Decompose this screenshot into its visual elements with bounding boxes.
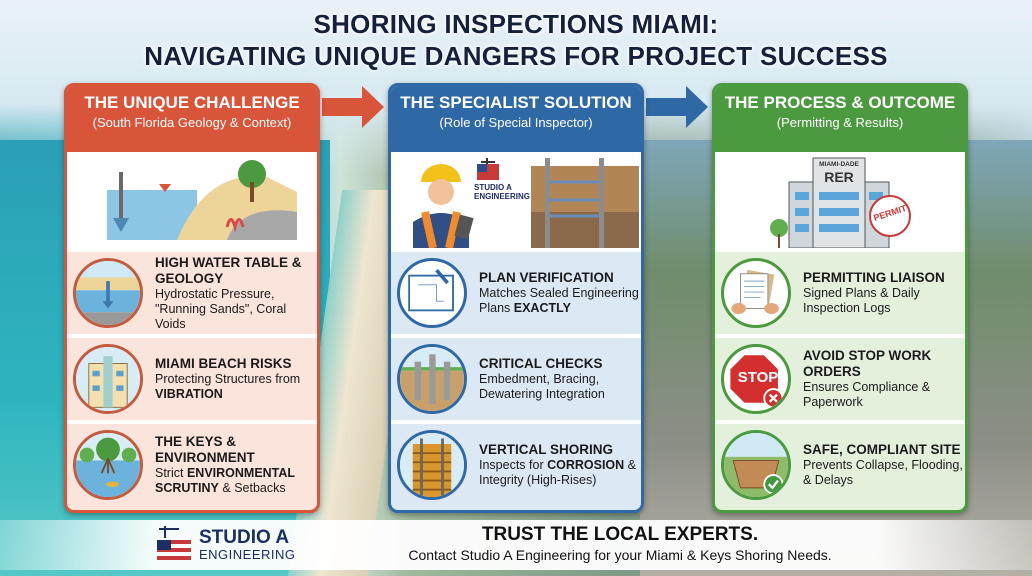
item-description: Prevents Collapse, Flooding, & Delays [803,458,963,487]
page-title: SHORING INSPECTIONS MIAMI: NAVIGATING UN… [0,8,1032,72]
item-description: Ensures Compliance & Paperwork [803,380,931,409]
panel-process-outcome: THE PROCESS & OUTCOME (Permitting & Resul… [712,83,968,513]
item-title: PLAN VERIFICATION [479,270,614,285]
panel-subheading: (Role of Special Inspector) [439,115,593,130]
building-sign: MIAMI-DADE [819,161,859,168]
footer-headline: TRUST THE LOCAL EXPERTS. [481,524,759,545]
panel-heading: THE SPECIALIST SOLUTION [400,93,632,112]
arrow-right-icon [322,86,384,128]
title-line-2: NAVIGATING UNIQUE DANGERS FOR PROJECT SU… [144,41,888,71]
miami-dade-building-icon: MIAMI-DADE RER PERMIT [715,152,965,248]
item-description: Protecting Structures from [155,372,301,386]
studio-a-badge: STUDIO A ENGINEERING [474,183,531,201]
item-description: Matches Sealed Engineering Plans [479,286,639,315]
item-emphasis: VIBRATION [155,387,223,401]
item-title: PERMITTING LIAISON [803,270,945,285]
vertical-shoring-icon [397,430,467,500]
item-description: Signed Plans & Daily Inspection Logs [803,286,920,315]
panel-specialist-solution: THE SPECIALIST SOLUTION (Role of Special … [388,83,644,513]
item-title: AVOID STOP WORK ORDERS [803,348,932,379]
arrow-right-icon [646,86,708,128]
footer-contact-text: Contact Studio A Engineering for your Mi… [408,547,832,563]
piles-icon [397,344,467,414]
item-description: Strict [155,466,187,480]
blueprint-icon [397,258,467,328]
item-title: HIGH WATER TABLE & GEOLOGY [155,254,302,286]
logo-name: STUDIO A [199,527,290,548]
mangrove-icon [73,430,143,500]
inspector-with-tablet-icon: STUDIO A ENGINEERING [391,152,641,248]
item-emphasis: EXACTLY [513,301,571,315]
stop-sign-icon: STOP [721,344,791,414]
item-description-end: & Setbacks [218,481,286,495]
item-title: THE KEYS & ENVIRONMENT [155,434,255,465]
item-description: Embedment, Bracing, Dewatering Integrati… [479,372,605,401]
logo-subtitle: ENGINEERING [199,547,296,562]
building-name: RER [824,169,854,185]
flag-crane-logo-icon [157,526,191,560]
item-description: Hydrostatic Pressure, "Running Sands", C… [155,286,287,331]
safe-excavation-icon [721,430,791,500]
item-title: MIAMI BEACH RISKS [155,356,292,371]
item-title: SAFE, COMPLIANT SITE [803,442,961,457]
stop-sign-text: STOP [737,369,779,386]
item-title: VERTICAL SHORING [479,442,614,457]
item-emphasis: CORROSION [547,458,625,472]
item-description-end: & Integrity (High-Rises) [479,458,636,487]
item-description: Inspects for [479,458,548,472]
water-table-geology-icon [67,152,317,248]
title-line-1: SHORING INSPECTIONS MIAMI: [313,9,719,39]
art-deco-building-icon [73,344,143,414]
panel-heading: THE UNIQUE CHALLENGE [84,93,300,112]
water-table-icon [73,258,143,328]
documents-icon [721,258,791,328]
panel-subheading: (Permitting & Results) [776,115,904,130]
panel-heading: THE PROCESS & OUTCOME [724,93,956,112]
item-title: CRITICAL CHECKS [479,356,603,371]
item-emphasis: ENVIRONMENTAL SCRUTINY [155,466,295,495]
panel-subheading: (South Florida Geology & Context) [92,115,292,130]
panel-unique-challenge: THE UNIQUE CHALLENGE (South Florida Geolo… [64,83,320,513]
